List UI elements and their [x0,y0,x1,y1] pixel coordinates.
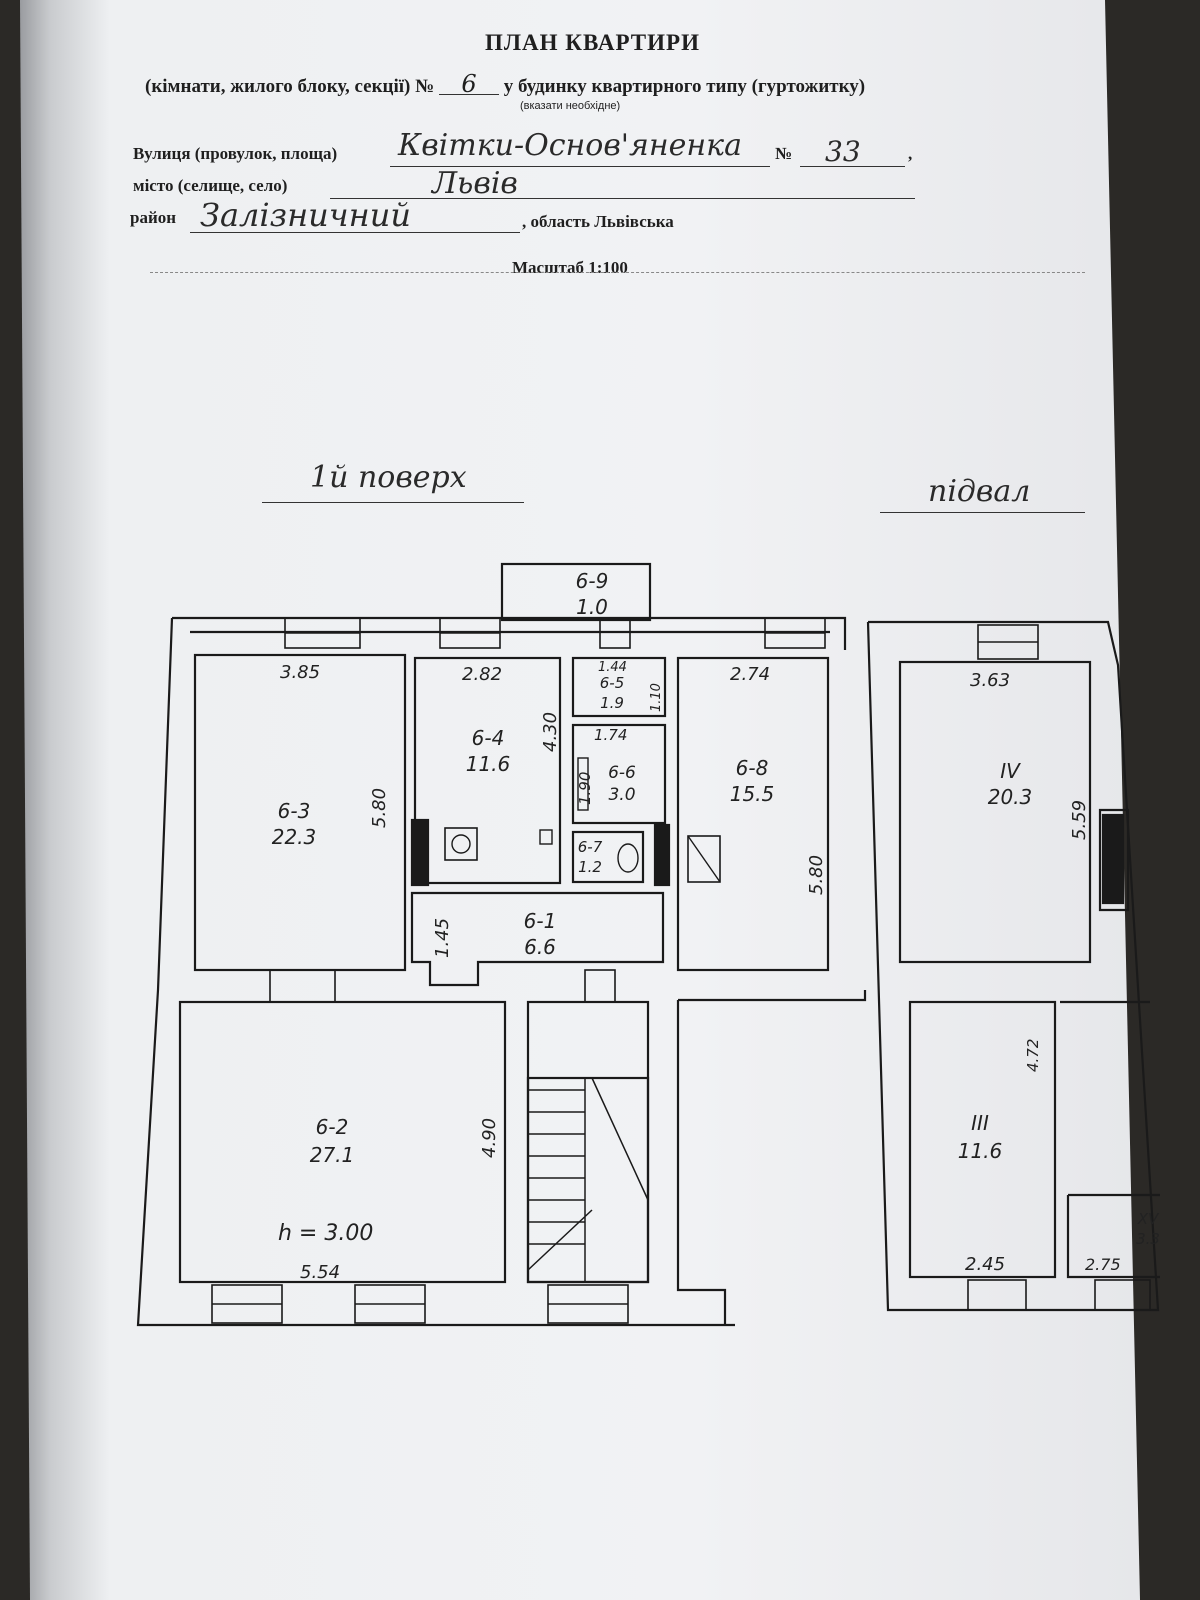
room-id-III: III [971,1111,989,1135]
dim-1-45: 1.45 [432,918,453,958]
room-area-6-4: 11.6 [466,752,511,776]
room-id-XV: XV [1137,1210,1160,1228]
room-id-6-4: 6-4 [472,726,505,750]
room-area-6-3: 22.3 [272,825,317,849]
district-underline [190,232,520,233]
document-sheet [20,0,1140,1600]
room-id-6-9: 6-9 [576,569,609,593]
dim-5-80-b: 5.80 [806,855,827,895]
header-divider [150,272,1085,273]
room-area-6-8: 15.5 [730,782,775,806]
dim-1-44: 1.44 [598,660,627,675]
room-area-6-2: 27.1 [310,1143,355,1167]
house-label: № [775,144,793,163]
room-area-6-6: 3.0 [608,785,635,805]
room-area-XV: 3.3 [1136,1230,1160,1248]
dim-5-59: 5.59 [1069,800,1090,840]
house-value: 33 [825,135,861,168]
room-area-6-9: 1.0 [576,595,608,619]
subtitle-suffix: у будинку квартирного типу (гуртожитку) [503,76,866,97]
room-id-6-8: 6-8 [736,756,769,780]
room-id-6-6: 6-6 [608,763,636,783]
room-id-6-7: 6-7 [578,838,603,856]
room-id-6-3: 6-3 [278,799,311,823]
room-area-IV: 20.3 [988,785,1033,809]
dim-4-72: 4.72 [1024,1039,1042,1072]
dim-3-63: 3.63 [970,670,1010,691]
street-underline [390,166,770,167]
district-label: район [130,208,177,227]
dim-4-90: 4.90 [479,1118,500,1158]
dim-5-54: 5.54 [300,1262,340,1283]
region-label: , область Львівська [522,212,674,231]
city-underline [330,198,915,199]
subtitle-note: (вказати необхідне) [520,100,621,112]
dim-2-74: 2.74 [730,664,770,685]
room-area-III: 11.6 [958,1139,1003,1163]
ceiling-height-note: h = 3.00 [278,1221,373,1246]
street-value: Квітки-Основ'яненка [398,128,742,163]
room-area-6-5: 1.9 [600,694,624,712]
room-id-6-5: 6-5 [600,674,625,692]
dim-2-45: 2.45 [965,1254,1005,1275]
room-area-6-1: 6.6 [524,935,556,959]
dim-1-10: 1.10 [649,683,664,712]
floor1-underline [262,502,524,503]
dim-3-85: 3.85 [280,662,320,683]
room-id-6-1: 6-1 [524,909,557,933]
dim-4-30: 4.30 [540,712,561,752]
room-id-6-2: 6-2 [316,1115,349,1139]
dim-5-80-a: 5.80 [369,788,390,828]
subtitle-prefix: (кімнати, жилого блоку, секції) № [145,76,435,97]
basement-underline [880,512,1085,513]
document-title: ПЛАН КВАРТИРИ [485,30,700,55]
street-comma: , [908,144,913,163]
room-id-IV: IV [1000,759,1021,783]
district-value: Залізничний [200,196,411,234]
dim-1-74: 1.74 [594,726,627,744]
city-value: Львів [432,166,518,201]
house-underline [800,166,905,167]
document-subtitle: (кімнати, жилого блоку, секції) № 6 у бу… [145,72,866,98]
room-area-6-7: 1.2 [578,858,602,876]
floor1-label: 1й поверх [310,460,467,495]
basement-label: підвал [928,474,1031,509]
unit-number: 6 [438,72,499,96]
city-label: місто (селище, село) [133,176,288,195]
street-label: Вулиця (провулок, площа) [133,144,338,163]
dim-2-82: 2.82 [462,664,502,685]
dim-1-90: 1.90 [576,772,594,805]
dim-2-75: 2.75 [1085,1255,1121,1274]
